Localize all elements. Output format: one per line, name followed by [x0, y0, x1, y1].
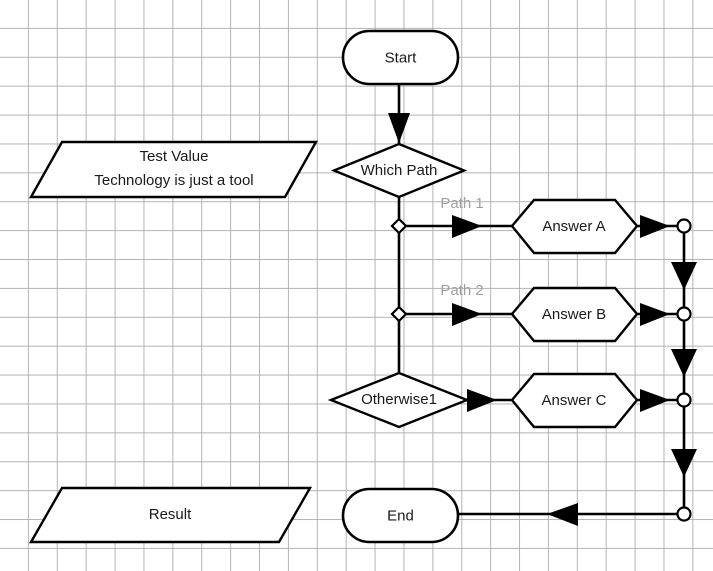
junction-rail-answer-c-circle[interactable]	[676, 392, 692, 408]
node-answer-a[interactable]: Answer A	[510, 198, 639, 255]
junction-branch2-diamond[interactable]	[390, 305, 408, 323]
node-start-label: Start	[385, 49, 418, 66]
node-which-path[interactable]: Which Path	[330, 142, 468, 199]
node-start[interactable]: Start	[341, 29, 460, 86]
node-answer-b-label: Answer B	[542, 306, 606, 323]
node-otherwise-label: Otherwise1	[361, 391, 437, 408]
node-answer-c[interactable]: Answer C	[510, 372, 639, 429]
edge-label-path1: Path 1	[440, 195, 483, 212]
node-answer-b[interactable]: Answer B	[510, 286, 639, 343]
edge-answer-a-to-rail	[637, 215, 684, 238]
edge-path2-to-answer-b	[399, 303, 512, 326]
node-answer-a-label: Answer A	[542, 218, 605, 235]
junction-rail-answer-b-circle[interactable]	[676, 306, 692, 322]
edge-rail-to-end	[458, 503, 684, 526]
node-which-path-label: Which Path	[361, 162, 438, 179]
edge-path1-to-answer-a	[399, 215, 512, 238]
junction-rail-end-circle[interactable]	[676, 506, 692, 522]
edge-label-path2: Path 2	[440, 282, 483, 299]
node-test-value-line2: Technology is just a tool	[94, 172, 253, 189]
edge-otherwise-to-answer-c	[467, 389, 512, 412]
node-test-value[interactable]: Test Value Technology is just a tool	[28, 140, 319, 199]
node-otherwise[interactable]: Otherwise1	[327, 371, 471, 429]
node-end[interactable]: End	[341, 487, 460, 544]
node-test-value-line1: Test Value	[140, 148, 209, 165]
junction-branch1-diamond[interactable]	[390, 217, 408, 235]
node-end-label: End	[387, 507, 414, 524]
node-answer-c-label: Answer C	[541, 392, 606, 409]
edge-start-to-which-path	[388, 84, 410, 144]
junction-rail-answer-a-circle[interactable]	[676, 218, 692, 234]
edge-answer-b-to-rail	[637, 303, 684, 326]
edge-right-rail	[671, 226, 697, 514]
edge-answer-c-to-rail	[637, 389, 684, 412]
node-result-label: Result	[149, 506, 192, 523]
node-result[interactable]: Result	[28, 486, 313, 544]
